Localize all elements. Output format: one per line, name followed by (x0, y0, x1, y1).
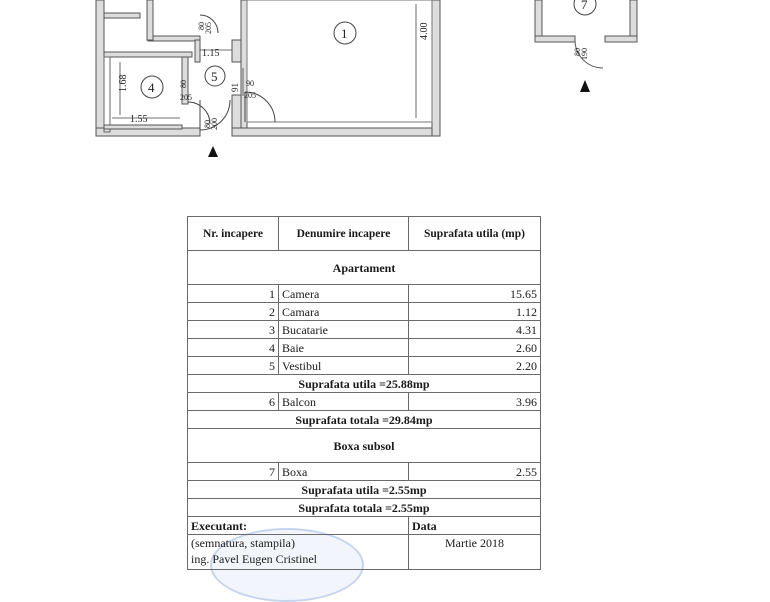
room-1-label: 1 (341, 26, 348, 41)
executant-label: Executant: (187, 516, 409, 535)
row-nr: 1 (187, 284, 279, 303)
row-nr: 7 (187, 462, 279, 481)
door-note-room-a: 90 (246, 79, 254, 88)
dim-155: 1.55 (130, 114, 148, 125)
apartment-total-row: Suprafata totala =29.84mp (187, 410, 541, 429)
room-5-label: 5 (211, 69, 218, 84)
basement-useful-total: Suprafata utila =2.55mp (187, 480, 541, 499)
room-4-label: 4 (148, 80, 155, 95)
signature-line-1: (semnatura, stampila) (191, 536, 295, 550)
date-value: Martie 2018 (408, 534, 541, 570)
section-basement-row: Boxa subsol (187, 428, 541, 463)
row-nr: 6 (187, 392, 279, 411)
door-note-bath-b: 205 (180, 93, 192, 102)
table-row: 1 Camera 15.65 (187, 284, 541, 303)
floor-plan: 1 4 5 7 1.15 1.68 1.55 4.00 91 80 205 80… (95, 0, 638, 157)
row-nr: 2 (187, 302, 279, 321)
basement-box-walls (534, 0, 638, 69)
row-nr: 3 (187, 320, 279, 339)
dim-400: 4.00 (419, 23, 430, 41)
plan-walls (95, 0, 441, 137)
table-row: 7 Boxa 2.55 (187, 462, 541, 481)
signature-cell: (semnatura, stampila) ing. Pavel Eugen C… (187, 534, 409, 570)
apartment-useful-total: Suprafata utila =25.88mp (187, 374, 541, 393)
box-entry-arrow-icon (580, 80, 590, 92)
dim-91: 91 (230, 83, 240, 92)
apartment-total: Suprafata totala =29.84mp (187, 410, 541, 429)
door-note-entry-a: 80 (203, 120, 212, 128)
row-name: Camara (278, 302, 409, 321)
basement-total: Suprafata totala =2.55mp (187, 498, 541, 517)
header-name: Denumire incapere (278, 216, 409, 251)
entry-arrow-icon (208, 146, 218, 157)
row-area: 4.31 (408, 320, 541, 339)
row-name: Boxa (278, 462, 409, 481)
header-nr: Nr. incapere (187, 216, 279, 251)
table-row: 2 Camara 1.12 (187, 302, 541, 321)
door-note-room-b: 205 (244, 91, 256, 100)
room-markers (140, 0, 597, 99)
door-swings (187, 14, 276, 131)
row-name: Balcon (278, 392, 409, 411)
table-row: 5 Vestibul 2.20 (187, 356, 541, 375)
section-apartment: Apartament (187, 250, 541, 285)
data-label: Data (408, 516, 541, 535)
row-area: 3.96 (408, 392, 541, 411)
basement-useful-total-row: Suprafata utila =2.55mp (187, 480, 541, 499)
table-row: 3 Bucatarie 4.31 (187, 320, 541, 339)
section-basement: Boxa subsol (187, 428, 541, 463)
signature-line-2: ing. Pavel Eugen Cristinel (191, 552, 317, 566)
executant-row: Executant: Data (187, 516, 541, 535)
row-nr: 5 (187, 356, 279, 375)
row-area: 15.65 (408, 284, 541, 303)
door-note-top-b: 205 (204, 22, 213, 34)
dim-115: 1.15 (202, 48, 220, 59)
apartment-useful-total-row: Suprafata utila =25.88mp (187, 374, 541, 393)
dimension-lines (112, 4, 417, 119)
table-header-row: Nr. incapere Denumire incapere Suprafata… (187, 216, 541, 251)
door-note-bath-a: 80 (179, 80, 188, 88)
row-area: 1.12 (408, 302, 541, 321)
row-area: 2.20 (408, 356, 541, 375)
door-note-entry-b: 200 (210, 118, 219, 130)
header-area: Suprafata utila (mp) (408, 216, 541, 251)
row-name: Baie (278, 338, 409, 357)
row-nr: 4 (187, 338, 279, 357)
row-area: 2.55 (408, 462, 541, 481)
section-apartment-row: Apartament (187, 250, 541, 285)
door-note-box-b: 190 (580, 48, 589, 60)
row-name: Vestibul (278, 356, 409, 375)
basement-total-row: Suprafata totala =2.55mp (187, 498, 541, 517)
signature-row: (semnatura, stampila) ing. Pavel Eugen C… (187, 534, 541, 570)
row-area: 2.60 (408, 338, 541, 357)
dim-168: 1.68 (118, 75, 129, 93)
door-note-box-a: 80 (573, 48, 582, 56)
area-table: Nr. incapere Denumire incapere Suprafata… (187, 216, 541, 570)
room-7-label: 7 (581, 0, 588, 12)
row-name: Camera (278, 284, 409, 303)
table-row: 4 Baie 2.60 (187, 338, 541, 357)
row-name: Bucatarie (278, 320, 409, 339)
table-row: 6 Balcon 3.96 (187, 392, 541, 411)
door-note-top-a: 80 (197, 22, 206, 30)
